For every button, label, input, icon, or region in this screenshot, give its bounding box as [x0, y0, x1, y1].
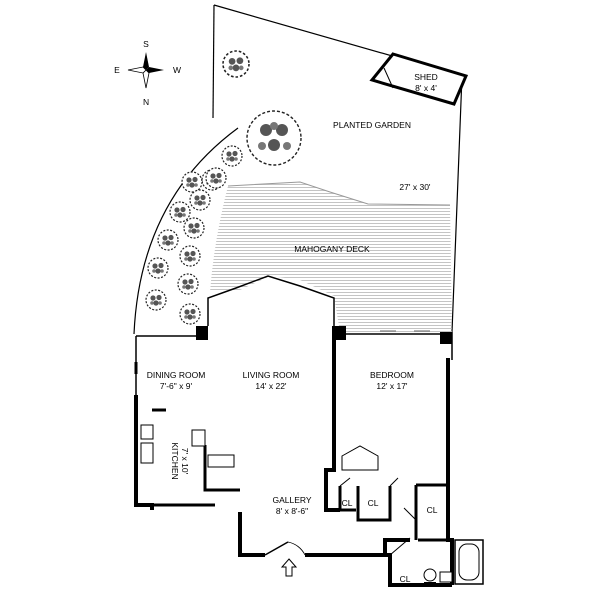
shrub-icon	[147, 257, 169, 279]
apartment-walls	[134, 275, 484, 587]
entry-arrow-icon	[280, 558, 298, 577]
compass-e: E	[114, 65, 120, 75]
closet-label: CL	[400, 574, 411, 584]
deck-name: MAHOGANY DECK	[294, 244, 370, 254]
bedroom-dims: 12' x 17'	[376, 381, 408, 391]
living-room-dims: 14' x 22'	[255, 381, 287, 391]
shrub-icon	[179, 303, 201, 325]
closet-label: CL	[342, 498, 353, 508]
shrub-icon	[222, 50, 250, 78]
compass-s: S	[143, 39, 149, 49]
shrub-icon	[181, 171, 203, 193]
living-room-name: LIVING ROOM	[243, 370, 300, 380]
compass-w: W	[173, 65, 181, 75]
gallery-name: GALLERY	[272, 495, 311, 505]
large-tree-icon	[246, 110, 302, 166]
shrub-icon	[145, 289, 167, 311]
shed-name: SHED	[414, 72, 438, 82]
mahogany-deck: MAHOGANY DECK	[210, 181, 452, 332]
gallery-dims: 8' x 8'-6"	[276, 506, 308, 516]
garden-name: PLANTED GARDEN	[333, 120, 411, 130]
kitchen-name: KITCHEN	[170, 442, 180, 479]
shrub-icon	[183, 217, 205, 239]
shrub-icon	[179, 245, 201, 267]
dining-room-dims: 7'-6" x 9'	[160, 381, 193, 391]
shrub-icon	[169, 201, 191, 223]
garden-trees	[145, 50, 302, 325]
compass-rose-icon: S E W N	[114, 39, 181, 107]
shrub-icon	[221, 145, 243, 167]
shrub-icon	[177, 273, 199, 295]
shrub-icon	[205, 167, 227, 189]
closet-label: CL	[427, 505, 438, 515]
compass-n: N	[143, 97, 149, 107]
kitchen-dims: 7' x 10'	[180, 448, 190, 475]
shed: SHED 8' x 4'	[369, 52, 469, 106]
shed-dims: 8' x 4'	[415, 83, 437, 93]
bedroom-name: BEDROOM	[370, 370, 414, 380]
shrub-icon	[157, 229, 179, 251]
shrub-icon	[189, 189, 211, 211]
closet-label: CL	[368, 498, 379, 508]
dining-room-name: DINING ROOM	[147, 370, 206, 380]
garden-dims: 27' x 30'	[399, 182, 431, 192]
